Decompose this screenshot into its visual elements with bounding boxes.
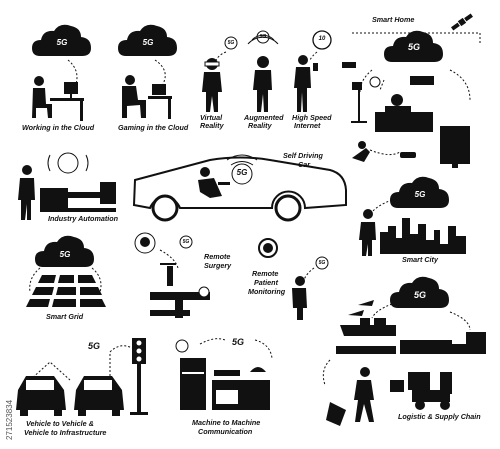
caption-industry: Industry Automation — [48, 214, 119, 223]
caption-gaming-cloud: Gaming in the Cloud — [118, 123, 189, 132]
badge-5g-ar: 5G — [259, 34, 267, 40]
caption-m2m-1: Machine to Machine — [192, 418, 261, 427]
high-speed-internet-icon — [294, 30, 332, 112]
remote-patient-icon — [258, 238, 329, 320]
caption-patient-3: Monitoring — [248, 287, 286, 296]
badge-5g-logistic: 5G — [413, 290, 426, 300]
caption-v2v-1: Vehicle to Vehicle & — [26, 419, 94, 428]
self-driving-car-icon — [132, 154, 347, 222]
caption-m2m-2: Communication — [198, 427, 253, 436]
badge-5g-car: 5G — [236, 168, 248, 177]
working-cloud-icon — [32, 24, 91, 121]
m2m-icon — [175, 338, 273, 410]
speed-meter-value: 10 — [318, 36, 326, 42]
smart-city-icon — [359, 176, 466, 256]
caption-hsi-1: High Speed — [292, 113, 332, 122]
smart-grid-icon — [26, 235, 106, 307]
badge-5g-gaming: 5G — [142, 38, 154, 47]
badge-5g-grid: 5G — [59, 250, 71, 259]
caption-smart-home: Smart Home — [372, 15, 415, 24]
caption-ar-2: Reality — [248, 121, 272, 130]
caption-working-cloud: Working in the Cloud — [22, 123, 95, 132]
augmented-reality-icon — [247, 30, 279, 112]
logistic-icon — [322, 276, 486, 426]
caption-surgery-1: Remote — [204, 252, 231, 261]
badge-5g-smart-home: 5G — [407, 42, 420, 52]
caption-logistic: Logistic & Supply Chain — [398, 412, 481, 421]
caption-smart-city: Smart City — [402, 255, 438, 264]
badge-5g-city: 5G — [414, 190, 426, 199]
badge-5g-vr: 5G — [227, 40, 235, 46]
badge-5g-v2v: 5G — [87, 341, 100, 351]
stock-id: 271523834 — [5, 399, 14, 440]
caption-patient-2: Patient — [254, 278, 278, 287]
badge-5g-m2m: 5G — [231, 337, 244, 347]
remote-surgery-icon — [134, 232, 210, 318]
gaming-cloud-icon — [118, 24, 177, 119]
vehicle-to-vehicle-icon — [16, 338, 148, 416]
caption-ar-1: Augmented — [244, 113, 284, 122]
caption-v2v-2: Vehicle to Infrastructure — [24, 428, 107, 437]
stock-id-strip: 271523834 — [5, 330, 14, 440]
industry-automation-icon — [18, 152, 116, 220]
caption-vr-2: Reality — [200, 121, 224, 130]
caption-hsi-2: Internet — [294, 121, 321, 130]
virtual-reality-icon — [202, 36, 238, 112]
caption-self-driving-2: Car — [298, 160, 310, 169]
badge-5g-patient: 5G — [318, 260, 326, 266]
caption-smart-grid: Smart Grid — [46, 312, 84, 321]
caption-surgery-2: Surgery — [204, 261, 232, 270]
caption-self-driving-1: Self Driving — [283, 151, 323, 160]
caption-vr-1: Virtual — [200, 113, 223, 122]
badge-5g-surgery: 5G — [182, 239, 190, 245]
smart-home-icon — [342, 13, 481, 168]
caption-patient-1: Remote — [252, 269, 279, 278]
badge-5g-working: 5G — [56, 38, 68, 47]
